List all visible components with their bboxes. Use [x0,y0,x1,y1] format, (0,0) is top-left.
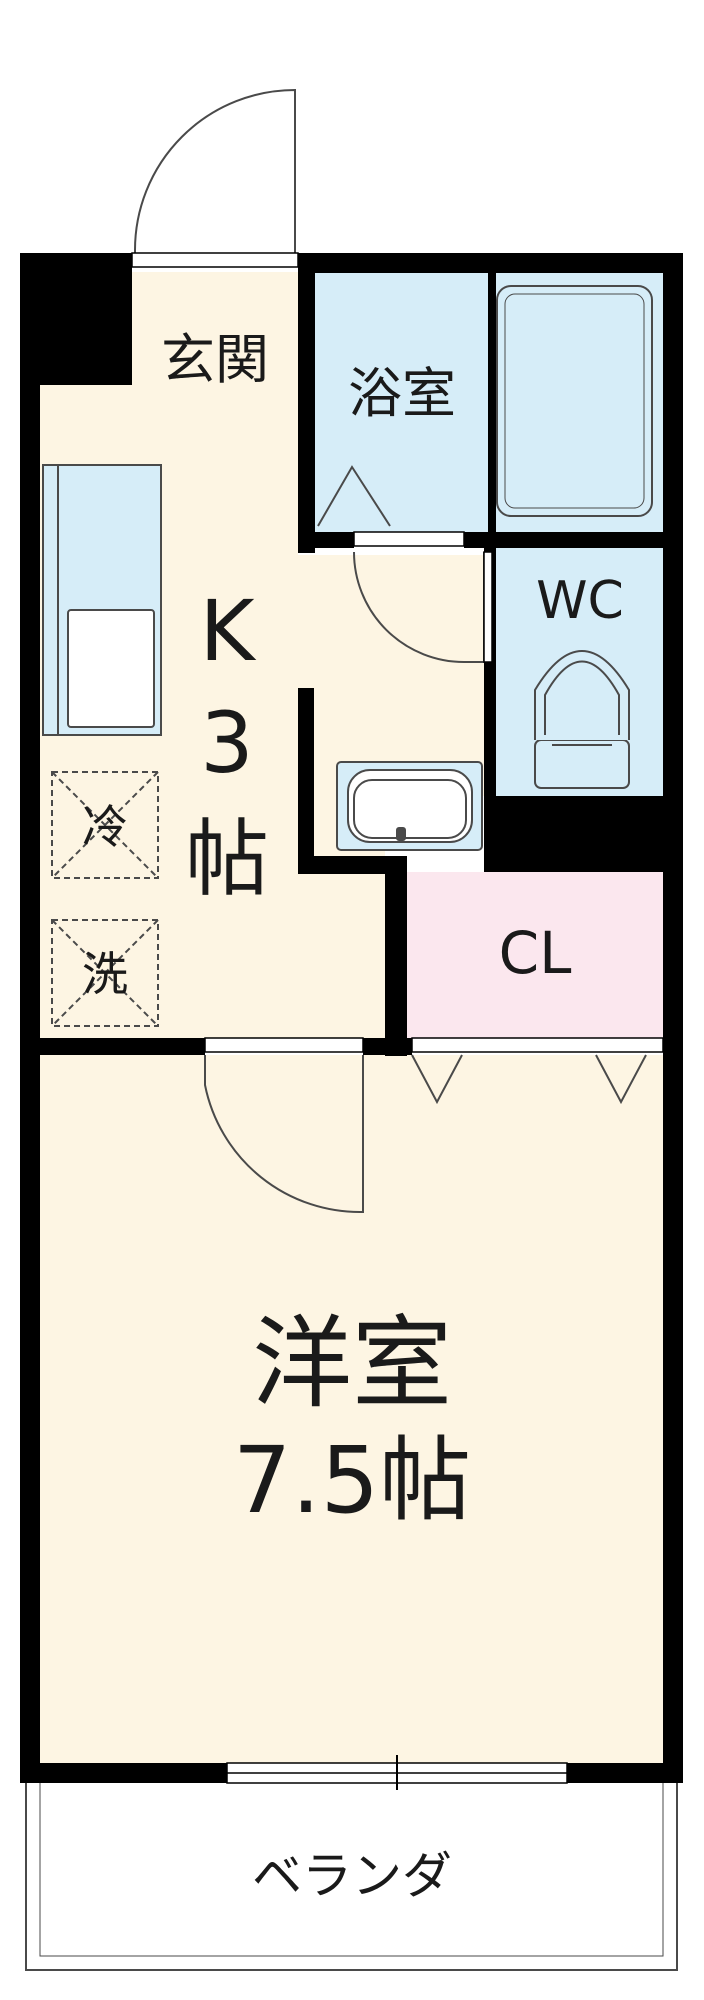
fridge-space [51,771,159,879]
floor-fills [40,272,663,1782]
closet-floor [407,872,663,1039]
entrance-label: 玄関 [161,328,269,391]
toilet-label: WC [536,571,624,631]
closet-door-opening [411,1037,664,1053]
western-room-size-label: 7.5帖 [233,1427,471,1534]
kitchen-size-number-label: 3 [200,694,253,792]
toilet-bowl [534,650,630,789]
door-swings [134,88,647,1214]
entrance-floor [132,272,298,445]
wc-door-opening [483,551,493,663]
fridge-label: 冷 [82,800,128,854]
washbasin [336,761,483,851]
openings [131,252,664,1790]
front-door-opening [131,252,299,268]
closet-door-right [595,1054,647,1105]
washer-space [51,919,159,1027]
western-room-floor [40,1055,663,1782]
balcony [25,1783,678,1971]
fixtures [42,285,653,1027]
bathroom-vent-symbol [317,465,391,527]
kitchen-counter [42,464,162,736]
western-room-door-swing [204,1055,364,1214]
balcony-label: ベランダ [252,1847,452,1905]
bathroom-label: 浴室 [348,362,456,425]
bathroom-door-swing [353,551,485,663]
bathroom-door-opening [353,531,465,547]
western-room-label: 洋室 [252,1305,452,1422]
kitchen-letter-label: K [199,582,256,680]
closet-label: CL [499,919,572,987]
bathtub [496,285,653,517]
washer-label: 洗 [82,947,128,1001]
kitchen-size-unit-label: 帖 [185,810,269,908]
labels: 玄関 浴室 WC K 3 帖 冷 洗 CL 洋室 7.5帖 ベランダ [82,328,624,1905]
western-room-door-opening [204,1037,364,1053]
front-door-swing [134,88,296,258]
closet-door-left [411,1054,463,1105]
